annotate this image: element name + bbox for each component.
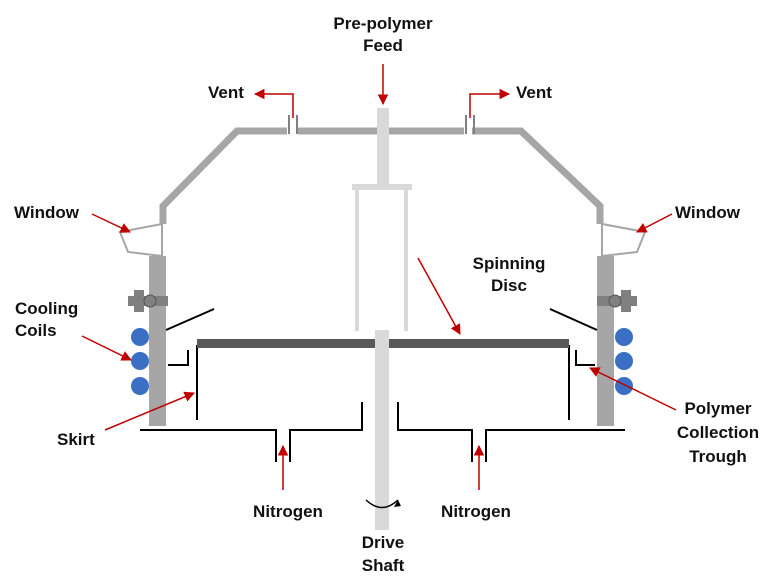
- skirt-arrow: [104, 391, 195, 431]
- vent-pipes: [288, 115, 475, 134]
- lid-left: [159, 127, 287, 224]
- disc-arrow: [417, 257, 461, 335]
- trough-arrow: [589, 367, 677, 411]
- label-skirt: Skirt: [57, 430, 95, 449]
- label-window-right: Window: [675, 203, 741, 222]
- label-spinning-1: Spinning: [473, 254, 546, 273]
- window-right: [601, 222, 647, 258]
- feed-flange: [352, 184, 412, 190]
- feed-pipe: [377, 108, 389, 186]
- label-cooling-2: Coils: [15, 321, 57, 340]
- flange-right: [597, 290, 637, 312]
- label-nitrogen-right: Nitrogen: [441, 502, 511, 521]
- wall-left: [149, 256, 166, 426]
- label-nitrogen-left: Nitrogen: [253, 502, 323, 521]
- label-drive-2: Shaft: [362, 556, 405, 575]
- vent-arrow-right: [469, 88, 511, 118]
- base-plate: [140, 402, 625, 462]
- label-window-left: Window: [14, 203, 80, 222]
- window-arrow-left: [91, 213, 131, 233]
- flange-left: [128, 290, 168, 312]
- label-vent-right: Vent: [516, 83, 552, 102]
- label-vent-left: Vent: [208, 83, 244, 102]
- cooling-coils-left: [131, 328, 149, 395]
- callout-arrows: [81, 64, 677, 490]
- wall-right: [597, 256, 614, 426]
- window-arrow-right: [636, 213, 673, 233]
- rotation-arrow-head: [394, 500, 401, 507]
- lid-right: [472, 127, 604, 224]
- cooling-coils-right: [615, 328, 633, 395]
- label-spinning-2: Disc: [491, 276, 527, 295]
- label-feed-2: Feed: [363, 36, 403, 55]
- label-feed-1: Pre-polymer: [333, 14, 433, 33]
- label-trough-3: Trough: [689, 447, 747, 466]
- drive-shaft: [375, 330, 389, 530]
- trough-right: [549, 308, 598, 366]
- label-drive-1: Drive: [362, 533, 405, 552]
- label-trough-1: Polymer: [684, 399, 751, 418]
- trough-left: [165, 308, 215, 366]
- window-left: [118, 222, 163, 258]
- label-trough-2: Collection: [677, 423, 759, 442]
- cooling-arrow: [81, 335, 132, 361]
- feed-sleeve: [355, 190, 408, 331]
- label-cooling-1: Cooling: [15, 299, 78, 318]
- vent-arrow-left: [253, 88, 294, 118]
- rotation-arrow-icon: [365, 499, 399, 509]
